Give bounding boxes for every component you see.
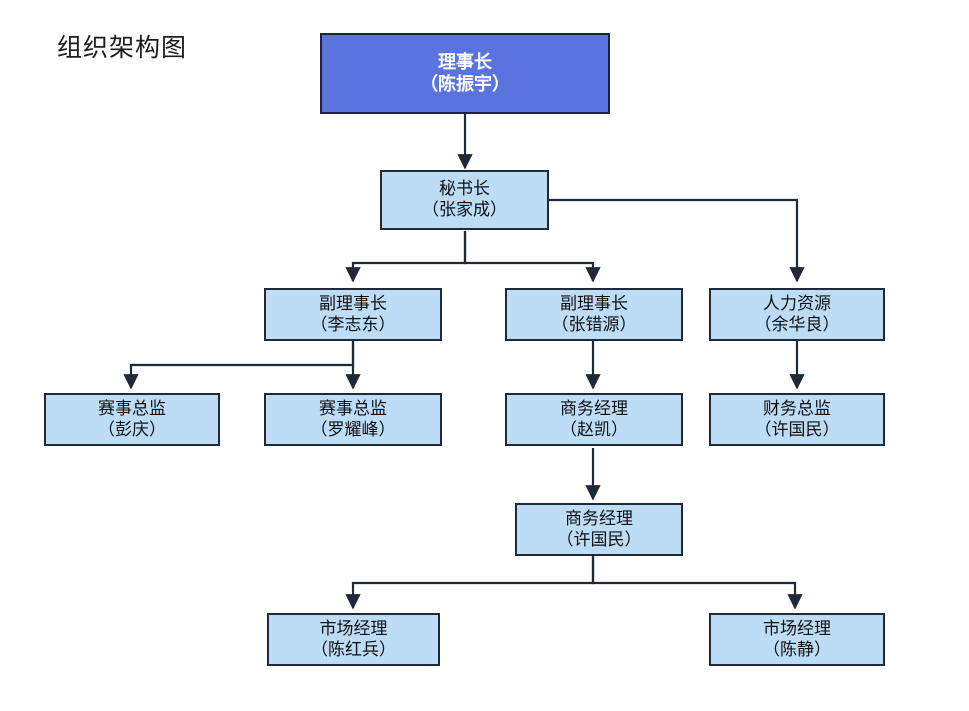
node-role: 市场经理 <box>319 618 388 638</box>
node-person: （彭庆） <box>98 419 166 439</box>
node-vice-chairman-zhangcuoyuan[interactable]: 副理事长 （张错源） <box>505 288 683 341</box>
node-business-manager-zhaokai[interactable]: 商务经理 （赵凯） <box>505 393 683 446</box>
node-role: 商务经理 <box>560 398 628 418</box>
node-human-resources[interactable]: 人力资源 （余华良） <box>709 288 885 341</box>
edge-n2-n4 <box>463 231 601 283</box>
node-marketing-manager-chenjing[interactable]: 市场经理 （陈静） <box>709 613 885 666</box>
node-vice-chairman-lizhidong[interactable]: 副理事长 （李志东） <box>264 288 442 341</box>
node-person: （余华良） <box>754 314 840 334</box>
node-person: （李志东） <box>310 314 396 334</box>
node-role: 副理事长 <box>560 293 628 313</box>
node-person: （张错源） <box>551 314 637 334</box>
node-business-manager-xuguomin[interactable]: 商务经理 （许国民） <box>515 503 683 556</box>
node-secretary-general[interactable]: 秘书长 （张家成） <box>380 170 549 230</box>
node-role: 理事长 <box>438 51 492 72</box>
edge-n2-n3 <box>345 231 467 283</box>
node-marketing-manager-chenhongbing[interactable]: 市场经理 （陈红兵） <box>267 613 440 666</box>
edge-n2-n5 <box>549 198 805 283</box>
node-role: 秘书长 <box>439 179 490 199</box>
node-person: （陈静） <box>763 639 831 659</box>
node-person: （许国民） <box>754 419 840 439</box>
node-chairman[interactable]: 理事长 （陈振宇） <box>320 33 610 114</box>
edge-n10-n12 <box>591 556 803 610</box>
node-role: 财务总监 <box>763 398 831 418</box>
node-role: 赛事总监 <box>98 398 166 418</box>
node-role: 人力资源 <box>763 293 831 313</box>
node-person: （陈振宇） <box>420 73 510 94</box>
node-person: （罗耀峰） <box>310 419 396 439</box>
node-event-director-pengqing[interactable]: 赛事总监 （彭庆） <box>44 393 220 446</box>
edge-n3-n6 <box>123 341 355 390</box>
node-event-director-luoyaofeng[interactable]: 赛事总监 （罗耀峰） <box>264 393 442 446</box>
node-role: 赛事总监 <box>319 398 387 418</box>
node-finance-director-xuguomin[interactable]: 财务总监 （许国民） <box>709 393 885 446</box>
node-person: （张家成） <box>422 200 507 219</box>
node-person: （许国民） <box>556 529 642 549</box>
edge-n10-n11 <box>345 556 595 610</box>
page-title: 组织架构图 <box>57 34 188 62</box>
node-role: 副理事长 <box>319 293 387 313</box>
node-person: （赵凯） <box>560 419 628 439</box>
node-role: 商务经理 <box>565 508 633 528</box>
node-person: （陈红兵） <box>311 639 396 659</box>
node-role: 市场经理 <box>763 618 831 638</box>
